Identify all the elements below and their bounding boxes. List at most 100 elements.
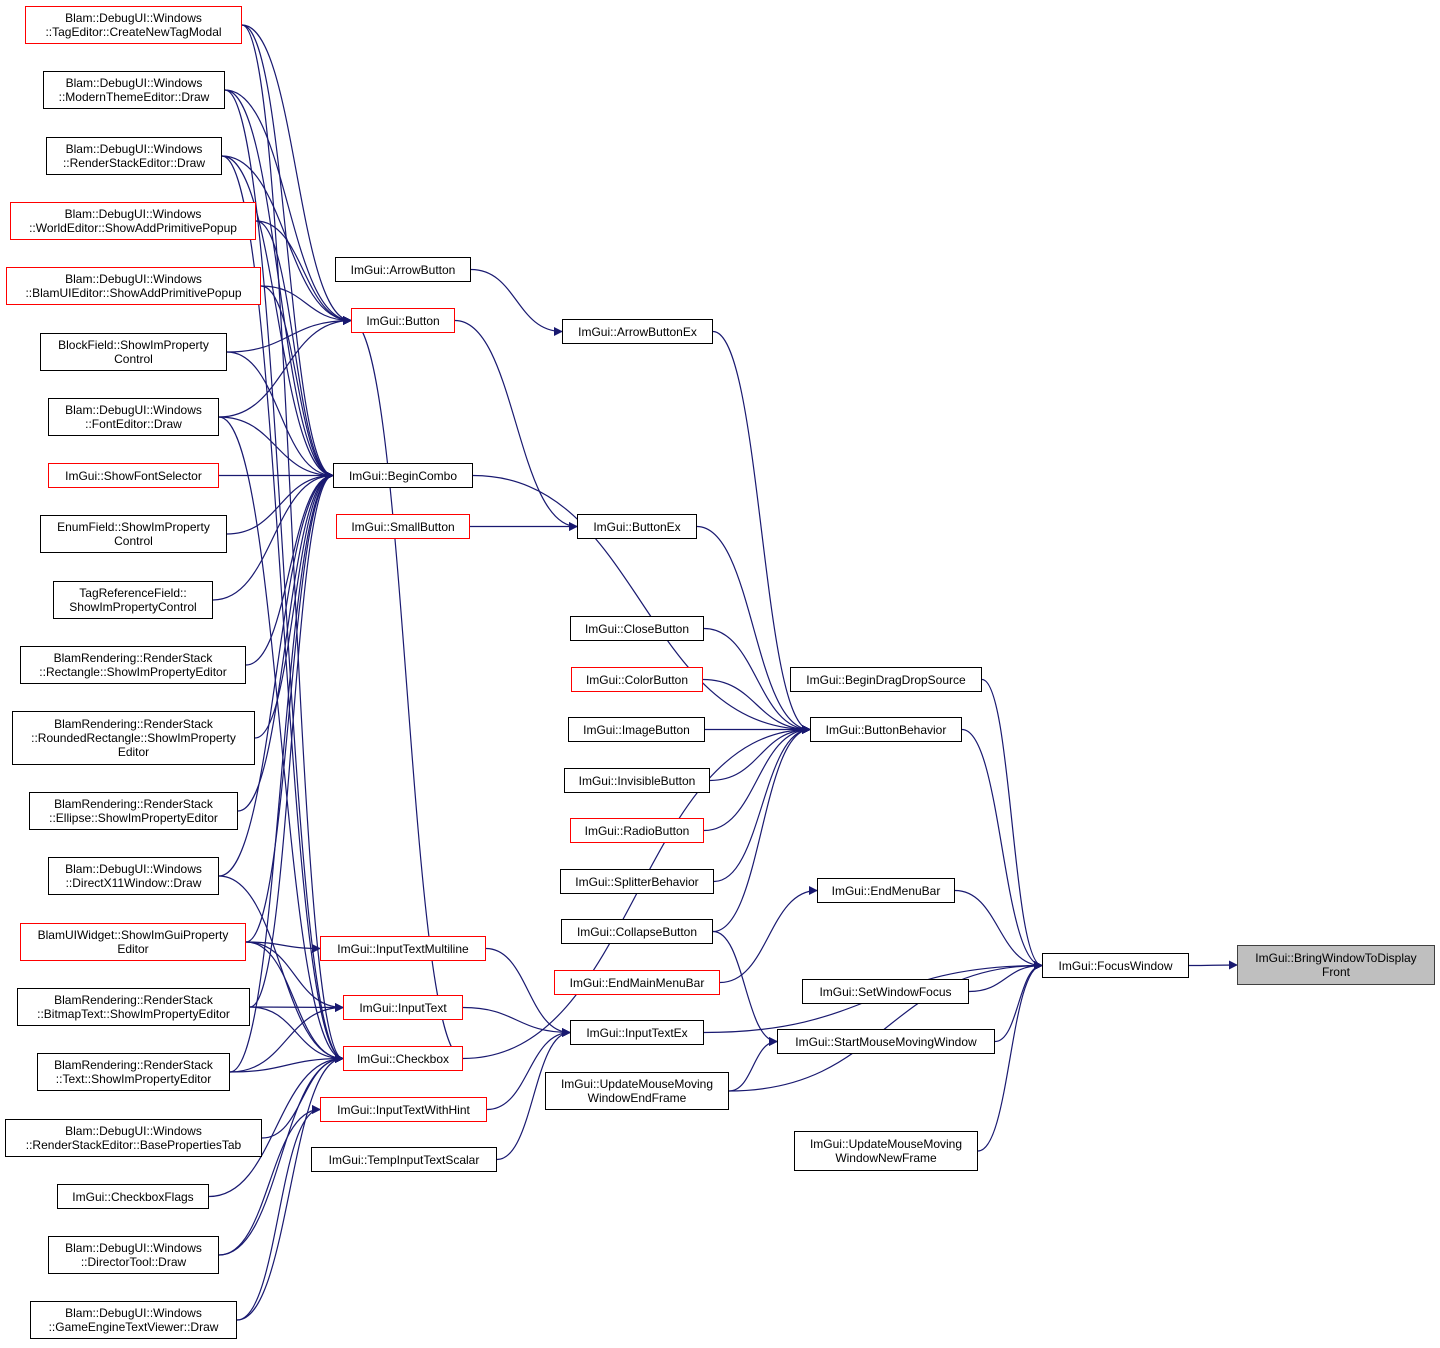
edge-n5-n23	[260, 285, 352, 325]
edge-n7-n23	[218, 316, 352, 418]
edge-n40-n45	[719, 886, 818, 984]
node-arrowbutton[interactable]: ImGui::ArrowButton	[335, 257, 471, 282]
node-bitmaptext-showimpropertyeditor[interactable]: BlamRendering::RenderStack ::BitmapText:…	[17, 988, 250, 1026]
node-inputtextwithhint[interactable]: ImGui::InputTextWithHint	[320, 1097, 487, 1122]
edge-n12-n24	[254, 471, 334, 739]
node-updatemousemovingwindownewframe[interactable]: ImGui::UpdateMouseMoving WindowNewFrame	[794, 1131, 978, 1171]
node-inputtextmultiline[interactable]: ImGui::InputTextMultiline	[320, 936, 486, 961]
edge-n1-n28	[241, 24, 344, 1063]
node-directortool-draw[interactable]: Blam::DebugUI::Windows ::DirectorTool::D…	[48, 1236, 219, 1274]
node-bringwindowtodisplayfront[interactable]: ImGui::BringWindowToDisplay Front	[1237, 945, 1435, 985]
edge-n3-n24	[221, 155, 334, 480]
node-buttonbehavior[interactable]: ImGui::ButtonBehavior	[810, 717, 962, 742]
edge-n7-n28	[218, 416, 344, 1063]
edge-n29-n41	[486, 1028, 571, 1111]
edge-n20-n29	[218, 1105, 321, 1256]
edge-n6-n23	[226, 316, 352, 353]
edge-n17-n24	[229, 471, 334, 1073]
node-updatemousemovingwindowendframe[interactable]: ImGui::UpdateMouseMoving WindowEndFrame	[545, 1072, 729, 1110]
node-buttonex[interactable]: ImGui::ButtonEx	[577, 514, 697, 539]
edge-n39-n47	[712, 930, 778, 1046]
edge-n31-n44	[712, 330, 811, 734]
node-gameenginetextviewer-draw[interactable]: Blam::DebugUI::Windows ::GameEngineTextV…	[30, 1301, 237, 1339]
edge-n33-n44	[703, 627, 811, 734]
node-blamuieditor-showaddprimitivepopup[interactable]: Blam::DebugUI::Windows ::BlamUIEditor::S…	[6, 267, 261, 305]
edge-n49-n50	[1188, 960, 1238, 970]
edge-n36-n44	[709, 725, 811, 782]
node-button[interactable]: ImGui::Button	[351, 308, 455, 333]
node-directx11window-draw[interactable]: Blam::DebugUI::Windows ::DirectX11Window…	[48, 857, 219, 895]
edge-n34-n44	[702, 678, 811, 734]
edge-n44-n49	[961, 728, 1043, 970]
edge-n45-n49	[954, 889, 1043, 970]
node-tagreferencefield-showimpropertycontrol[interactable]: TagReferenceField:: ShowImPropertyContro…	[53, 581, 213, 619]
node-ellipse-showimpropertyeditor[interactable]: BlamRendering::RenderStack ::Ellipse::Sh…	[29, 792, 238, 830]
edge-n14-n28	[218, 875, 344, 1063]
node-modernthemeeditor-draw[interactable]: Blam::DebugUI::Windows ::ModernThemeEdit…	[43, 71, 225, 109]
node-enumfield-showimpropertycontrol[interactable]: EnumField::ShowImProperty Control	[40, 515, 227, 553]
node-text-showimpropertyeditor[interactable]: BlamRendering::RenderStack ::Text::ShowI…	[37, 1053, 230, 1091]
node-inputtext[interactable]: ImGui::InputText	[343, 995, 463, 1020]
node-collapsebutton[interactable]: ImGui::CollapseButton	[561, 919, 713, 944]
node-checkbox[interactable]: ImGui::Checkbox	[343, 1046, 463, 1071]
node-startmousemovingwindow[interactable]: ImGui::StartMouseMovingWindow	[777, 1029, 995, 1054]
node-arrowbuttonex[interactable]: ImGui::ArrowButtonEx	[562, 319, 713, 344]
node-showfontselector[interactable]: ImGui::ShowFontSelector	[48, 463, 219, 488]
node-smallbutton[interactable]: ImGui::SmallButton	[336, 514, 470, 539]
edge-n42-n47	[728, 1037, 778, 1092]
node-tempinputtextscalar[interactable]: ImGui::TempInputTextScalar	[311, 1147, 497, 1172]
node-worldeditor-showaddprimitivepopup[interactable]: Blam::DebugUI::Windows ::WorldEditor::Sh…	[10, 202, 256, 240]
edge-n15-n28	[245, 941, 344, 1063]
edge-n22-n31	[470, 268, 563, 336]
node-colorbutton[interactable]: ImGui::ColorButton	[571, 667, 703, 692]
edge-n27-n41	[462, 1006, 571, 1037]
edge-n47-n49	[994, 961, 1043, 1043]
edge-n42-n49	[728, 961, 1043, 1092]
edge-n24-n44	[472, 474, 811, 734]
edge-n14-n24	[218, 471, 334, 877]
node-blockfield-showimpropertycontrol[interactable]: BlockField::ShowImProperty Control	[40, 333, 227, 371]
edge-n4-n24	[255, 220, 334, 480]
edge-n2-n23	[224, 89, 352, 325]
edge-n21-n29	[236, 1105, 321, 1321]
node-renderstackeditor-draw[interactable]: Blam::DebugUI::Windows ::RenderStackEdit…	[46, 137, 222, 175]
edge-n20-n28	[218, 1054, 344, 1256]
node-inputtextex[interactable]: ImGui::InputTextEx	[570, 1020, 704, 1045]
node-blamuiwidget-showimguipropertyeditor[interactable]: BlamUIWidget::ShowImGuiProperty Editor	[20, 923, 246, 961]
node-splitterbehavior[interactable]: ImGui::SplitterBehavior	[560, 869, 714, 894]
edge-n1-n24	[241, 24, 334, 480]
edge-n6-n24	[226, 351, 334, 480]
edge-n17-n28	[229, 1054, 344, 1073]
edge-n1-n23	[241, 24, 352, 325]
node-invisiblebutton[interactable]: ImGui::InvisibleButton	[564, 768, 710, 793]
node-checkboxflags[interactable]: ImGui::CheckboxFlags	[57, 1184, 209, 1209]
node-closebutton[interactable]: ImGui::CloseButton	[570, 616, 704, 641]
node-fonteditor-draw[interactable]: Blam::DebugUI::Windows ::FontEditor::Dra…	[48, 398, 219, 436]
node-tageditor-createnewtagmodal[interactable]: Blam::DebugUI::Windows ::TagEditor::Crea…	[25, 6, 242, 44]
node-setwindowfocus[interactable]: ImGui::SetWindowFocus	[802, 979, 969, 1004]
edge-n19-n28	[208, 1054, 344, 1198]
edge-n16-n28	[249, 1006, 344, 1063]
edge-n11-n24	[245, 471, 334, 666]
edge-n10-n24	[212, 471, 334, 601]
node-radiobutton[interactable]: ImGui::RadioButton	[570, 818, 704, 843]
node-imagebutton[interactable]: ImGui::ImageButton	[568, 717, 705, 742]
edge-n2-n28	[224, 89, 344, 1063]
node-focuswindow[interactable]: ImGui::FocusWindow	[1042, 953, 1189, 978]
edge-n28-n44	[462, 725, 811, 1060]
node-begincombo[interactable]: ImGui::BeginCombo	[333, 463, 473, 488]
edge-n5-n24	[260, 285, 334, 480]
node-renderstackeditor-basepropertiestab[interactable]: Blam::DebugUI::Windows ::RenderStackEdit…	[5, 1119, 262, 1157]
edge-n39-n44	[712, 725, 811, 933]
edge-n23-n32	[454, 319, 578, 531]
node-rectangle-showimpropertyeditor[interactable]: BlamRendering::RenderStack ::Rectangle::…	[20, 646, 246, 684]
edge-n16-n27	[249, 1002, 344, 1012]
edge-n21-n28	[236, 1054, 344, 1321]
edge-n26-n41	[485, 947, 571, 1037]
node-begindragdropsource[interactable]: ImGui::BeginDragDropSource	[790, 667, 982, 692]
node-roundedrectangle-showimpropertyeditor[interactable]: BlamRendering::RenderStack ::RoundedRect…	[12, 711, 255, 765]
node-endmenubar[interactable]: ImGui::EndMenuBar	[817, 878, 955, 903]
node-endmainmenubar[interactable]: ImGui::EndMainMenuBar	[554, 970, 720, 995]
